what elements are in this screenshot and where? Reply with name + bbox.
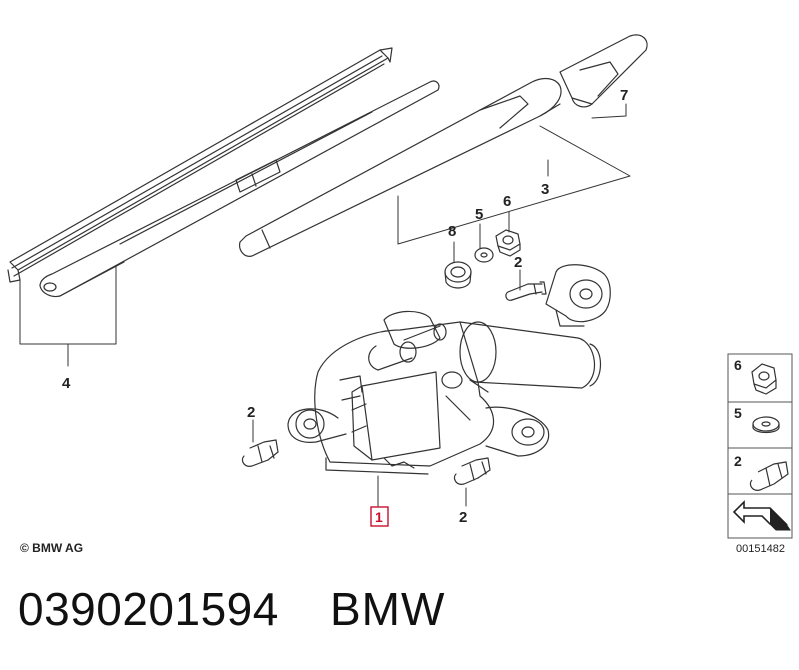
callout-2-upper: 2	[514, 254, 522, 271]
legend-number-5: 5	[734, 405, 742, 421]
wiper-arm-cover	[39, 80, 440, 298]
washer-icon	[752, 416, 780, 434]
arrow-icon	[732, 500, 791, 531]
callout-5: 5	[475, 206, 483, 223]
wiper-arm	[239, 77, 562, 257]
nut-icon	[751, 363, 777, 395]
parts-diagram: 7 3 6 5 8 2 4 2 2 1 6 5 2	[7, 34, 793, 539]
wiper-motor	[287, 264, 611, 475]
wiper-cap	[559, 34, 648, 108]
legend-number-2: 2	[734, 453, 742, 469]
callout-6: 6	[503, 193, 511, 210]
nut-6	[495, 229, 521, 257]
callout-8: 8	[448, 223, 456, 240]
washer-5	[474, 247, 494, 263]
part-highlight-box	[370, 506, 389, 527]
bolt-upper	[505, 281, 547, 301]
callout-2-lower: 2	[459, 509, 467, 526]
brand-name: BMW	[330, 583, 446, 635]
bolt-left	[241, 439, 279, 467]
callout-1: 1	[375, 509, 383, 525]
leader-lines	[19, 103, 631, 507]
legend-panel: 6 5 2	[727, 353, 793, 539]
part-number: 0390201594	[18, 583, 279, 635]
bolt-icon	[749, 461, 789, 491]
callout-4: 4	[62, 375, 71, 392]
callout-3: 3	[541, 181, 549, 198]
callout-2-left: 2	[247, 404, 255, 421]
wiper-blade	[7, 47, 393, 283]
legend-number-6: 6	[734, 357, 742, 373]
diagram-code: 00151482	[736, 543, 785, 555]
copyright-text: © BMW AG	[20, 541, 84, 555]
bolt-lower	[453, 457, 491, 485]
callout-7: 7	[620, 87, 628, 104]
nut-8	[444, 261, 472, 289]
